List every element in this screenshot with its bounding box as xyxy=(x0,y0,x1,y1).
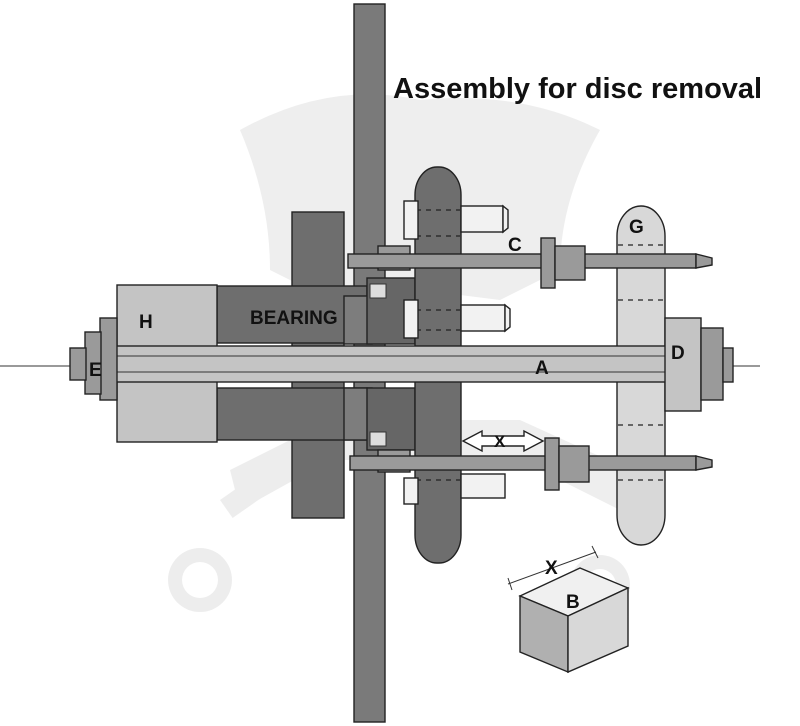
wheel-stud-top xyxy=(403,200,509,240)
wheel-stud-middle xyxy=(403,299,511,339)
diagram-title: Assembly for disc removal xyxy=(393,73,762,105)
label-g: G xyxy=(629,217,644,238)
label-x-arrow: X xyxy=(494,432,506,451)
label-d: D xyxy=(671,343,685,364)
double-arrow-icon xyxy=(461,429,545,453)
label-bearing: BEARING xyxy=(250,308,338,329)
label-e: E xyxy=(89,360,102,381)
spacer-block-b xyxy=(507,545,630,674)
label-b: B xyxy=(566,592,580,613)
central-shaft-a xyxy=(0,345,760,383)
nut-e xyxy=(69,317,118,401)
label-c: C xyxy=(508,235,522,256)
puller-bolt-c xyxy=(347,237,713,289)
label-h: H xyxy=(139,312,153,333)
puller-bolt-lower xyxy=(349,437,713,491)
nut-d xyxy=(664,317,734,412)
label-x-block: X xyxy=(545,558,558,579)
wheel-stud-bottom xyxy=(403,473,506,505)
label-a: A xyxy=(535,358,549,379)
